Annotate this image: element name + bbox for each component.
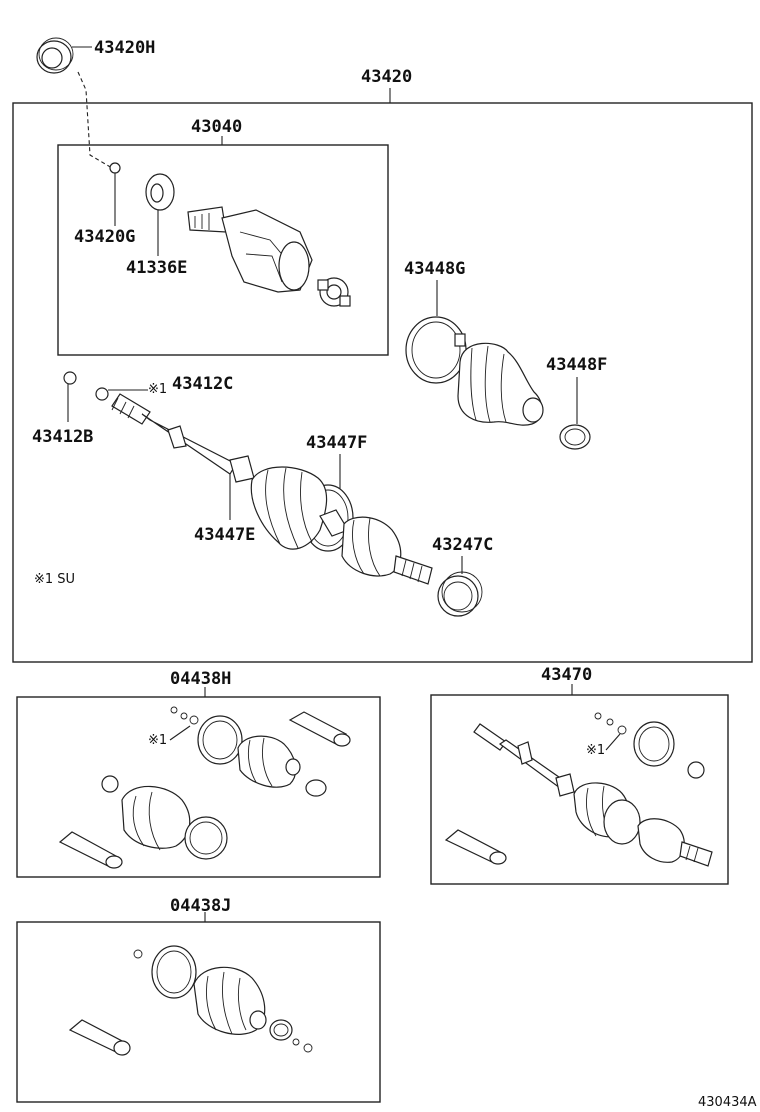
- note-ref-1-c: ※1: [586, 743, 605, 758]
- label-41336e: 41336E: [126, 258, 187, 278]
- label-04438h: 04438H: [170, 669, 231, 689]
- ring-43420g: [109, 162, 121, 174]
- inboard-joint-housing: [187, 206, 313, 293]
- assembly-box-43420: [12, 102, 753, 663]
- drawing-number: 430434A: [698, 1095, 757, 1110]
- washer-41336e: [145, 173, 175, 211]
- label-43040: 43040: [191, 117, 242, 137]
- label-43470: 43470: [541, 665, 592, 685]
- seal-43420h: [36, 37, 74, 74]
- label-43420: 43420: [361, 67, 412, 87]
- inboard-boot: [457, 342, 544, 426]
- boot-clamp-43448g: [405, 316, 467, 384]
- note-ref-1-a: ※1: [148, 382, 167, 397]
- tripod-joint: [317, 277, 351, 307]
- assembly-box-43040: [57, 144, 389, 356]
- label-43420h: 43420H: [94, 38, 155, 58]
- label-43420g: 43420G: [74, 227, 135, 247]
- kit-04438j-parts: [68, 945, 313, 1056]
- drive-shaft: [111, 393, 255, 483]
- snap-ring-43412b: [63, 371, 77, 385]
- kit-04438h-parts: ※1: [58, 706, 351, 869]
- label-43448f: 43448F: [546, 355, 607, 375]
- assembly-43470-parts: ※1: [444, 712, 713, 867]
- label-43412c: 43412C: [172, 374, 233, 394]
- footnote-su: ※1 SU: [34, 572, 75, 587]
- label-43447f: 43447F: [306, 433, 367, 453]
- note-ref-1-b: ※1: [148, 733, 167, 748]
- kit-box-04438h: [16, 696, 381, 878]
- ring-43247c: [437, 571, 483, 617]
- assembly-box-43470: [430, 694, 729, 885]
- snap-ring-43412c: [95, 387, 109, 401]
- clamp-43448f: [559, 424, 591, 450]
- label-43412b: 43412B: [32, 427, 93, 447]
- outboard-boot: [250, 466, 328, 550]
- outboard-cv-joint: [319, 509, 433, 585]
- label-43448g: 43448G: [404, 259, 465, 279]
- label-43247c: 43247C: [432, 535, 493, 555]
- kit-box-04438j: [16, 921, 381, 1103]
- label-04438j: 04438J: [170, 896, 231, 916]
- label-43447e: 43447E: [194, 525, 255, 545]
